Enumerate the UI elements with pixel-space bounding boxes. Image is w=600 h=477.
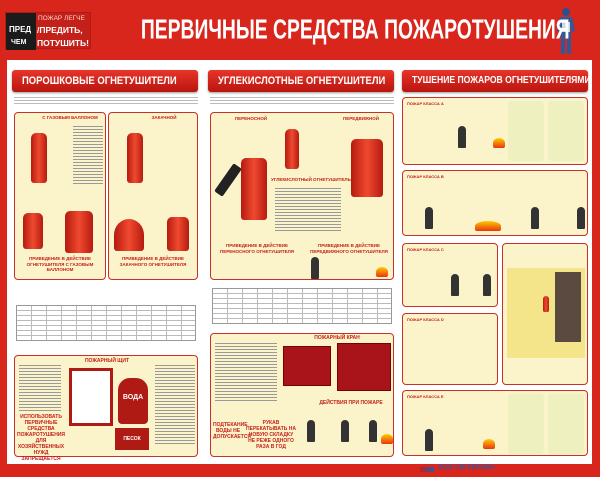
logo-black-block xyxy=(6,13,36,50)
fire-class-c-panel: ПОЖАР КЛАССА С xyxy=(402,243,498,307)
powder-spec-table xyxy=(16,305,196,341)
fire-shield-title: ПОЖАРНЫЙ ЩИТ xyxy=(84,358,130,364)
person-figure xyxy=(458,126,466,148)
extinguisher-image xyxy=(65,211,93,253)
fire-class-label: ПОЖАР КЛАССА Е xyxy=(407,394,444,399)
person-figure xyxy=(577,207,585,229)
water-barrel: ВОДА xyxy=(118,378,148,424)
action-caption: ПРИВЕДЕНИЕ В ДЕЙСТВИЕ ПЕРЕНОСНОГО ОГНЕТУ… xyxy=(220,243,294,254)
hydrant-cabinet-open xyxy=(337,343,391,391)
person-figure xyxy=(311,257,319,279)
logo-chem: ЧЕМ xyxy=(11,39,27,46)
person-figure xyxy=(307,420,315,442)
extinguisher-image xyxy=(23,213,43,249)
person-figure xyxy=(451,274,459,296)
shield-notes xyxy=(155,364,195,444)
section-usage-title: ТУШЕНИЕ ПОЖАРОВ ОГНЕТУШИТЕЛЯМИ xyxy=(412,75,591,86)
company-logo: ООО «ПБ-РЕГИОН» xyxy=(420,465,590,475)
door xyxy=(555,272,581,342)
section-powder-header: ПОРОШКОВЫЕ ОГНЕТУШИТЕЛИ xyxy=(12,70,198,92)
person-figure xyxy=(425,429,433,451)
fire-class-a-panel: ПОЖАР КЛАССА А xyxy=(402,97,588,165)
hydrant-cabinet-closed xyxy=(283,346,331,386)
fire-icon xyxy=(475,221,501,231)
co2-center-title: УГЛЕКИСЛОТНЫЙ ОГНЕТУШИТЕЛЬ xyxy=(271,177,351,182)
slogan-logo: ПРЕД ЧЕМ ПОЖАР ЛЕГЧЕ /ПРЕДИТЬ, ПОТУШИТЬ! xyxy=(5,12,91,50)
fire-shield-board xyxy=(69,368,113,426)
fire-shield-panel: ПОЖАРНЫЙ ЩИТ ИСПОЛЬЗОВАТЬ ПЕРВИЧНЫЕ СРЕД… xyxy=(14,355,198,462)
fire-icon xyxy=(376,267,388,277)
instruction-card xyxy=(548,394,584,454)
panel-title: С ГАЗОВЫМ БАЛЛОНОМ xyxy=(42,115,98,120)
instruction-card xyxy=(508,394,544,454)
fire-class-label: ПОЖАР КЛАССА D xyxy=(407,317,444,322)
no-leak-warning: ПОДТЕКАНИЕ ВОДЫ НЕ ДОПУСКАЕТСЯ xyxy=(213,422,252,440)
fire-class-label: ПОЖАР КЛАССА В xyxy=(407,174,444,179)
person-figure xyxy=(341,420,349,442)
action-caption: ПРИВЕДЕНИЕ В ДЕЙСТВИЕ ОГНЕТУШИТЕЛЯ С ГАЗ… xyxy=(26,256,94,272)
poster-title-wrap: ПЕРВИЧНЫЕ СРЕДСТВА ПОЖАРОТУШЕНИЯ xyxy=(100,13,570,46)
logo-line3: ПОТУШИТЬ! xyxy=(37,38,89,48)
section-powder-title: ПОРОШКОВЫЕ ОГНЕТУШИТЕЛИ xyxy=(22,75,177,87)
logo-pred: ПРЕД xyxy=(9,25,32,34)
fire-class-d-panel: ПОЖАР КЛАССА D xyxy=(402,313,498,385)
sand-box: ПЕСОК xyxy=(115,428,149,450)
co2-description xyxy=(275,187,341,233)
co2-spec-table xyxy=(212,288,392,324)
section-co2-title: УГЛЕКИСЛОТНЫЕ ОГНЕТУШИТЕЛИ xyxy=(218,75,386,87)
logo-line2: /ПРЕДИТЬ, xyxy=(37,25,83,35)
action-caption: ПРИВЕДЕНИЕ В ДЕЙСТВИЕ ЗАКАЧНОГО ОГНЕТУШИ… xyxy=(119,256,187,267)
fire-icon xyxy=(483,439,495,449)
co2-extinguisher-panel: ПЕРЕНОСНОЙ ПЕРЕДВИЖНОЙ УГЛЕКИСЛОТНЫЙ ОГН… xyxy=(210,112,394,280)
company-name: ООО «ПБ-РЕГИОН» xyxy=(438,465,496,471)
co2-portable-extinguisher xyxy=(241,158,267,220)
co2-intro-text xyxy=(210,96,394,104)
action-caption: ПРИВЕДЕНИЕ В ДЕЙСТВИЕ ПЕРЕДВИЖНОГО ОГНЕТ… xyxy=(310,243,388,254)
person-figure xyxy=(531,207,539,229)
hydrant-text xyxy=(215,342,277,402)
extinguisher-cutaway xyxy=(127,133,143,183)
extinguisher-placement-panel xyxy=(502,243,588,385)
fireman-icon xyxy=(557,8,575,54)
section-co2-header: УГЛЕКИСЛОТНЫЕ ОГНЕТУШИТЕЛИ xyxy=(208,70,394,92)
hose-refold-note: РУКАВ ПЕРЕКАТЫВАТЬ НА НОВУЮ СКЛАДКУ НЕ Р… xyxy=(246,420,296,450)
panel-title: ЗАКАЧНОЙ xyxy=(151,115,177,120)
extinguisher-image xyxy=(167,217,189,251)
fire-class-b-panel: ПОЖАР КЛАССА В xyxy=(402,170,588,236)
co2-horn xyxy=(214,163,242,197)
instruction-card xyxy=(508,101,544,161)
instruction-card xyxy=(548,101,584,161)
fire-actions-title: ДЕЙСТВИЯ ПРИ ПОЖАРЕ xyxy=(319,400,383,406)
co2-cutaway xyxy=(285,129,299,169)
wall-extinguisher xyxy=(543,296,549,312)
powder-gas-cartridge-panel: С ГАЗОВЫМ БАЛЛОНОМ ПРИВЕДЕНИЕ В ДЕЙСТВИЕ… xyxy=(14,112,106,280)
powder-intro-text xyxy=(14,96,198,104)
panel-title: ПЕРЕНОСНОЙ xyxy=(234,116,268,121)
fire-icon xyxy=(493,138,505,148)
fire-class-label: ПОЖАР КЛАССА С xyxy=(407,247,444,252)
person-figure xyxy=(425,207,433,229)
poster-title: ПЕРВИЧНЫЕ СРЕДСТВА ПОЖАРОТУШЕНИЯ xyxy=(140,13,570,45)
fire-class-label: ПОЖАР КЛАССА А xyxy=(407,101,444,106)
company-logo-icon xyxy=(420,467,434,472)
panel-title: ПЕРЕДВИЖНОЙ xyxy=(343,116,379,121)
extinguisher-image xyxy=(114,219,144,251)
person-figure xyxy=(483,274,491,296)
person-figure xyxy=(369,420,377,442)
shield-text xyxy=(19,364,61,412)
fire-icon xyxy=(381,434,393,444)
extinguisher-cutaway xyxy=(31,133,47,183)
description-text xyxy=(73,125,103,185)
fire-hydrant-panel: ПОЖАРНЫЙ КРАН ПОДТЕКАНИЕ ВОДЫ НЕ ДОПУСКА… xyxy=(210,333,394,457)
co2-mobile-extinguisher xyxy=(351,139,383,197)
section-usage-header: ТУШЕНИЕ ПОЖАРОВ ОГНЕТУШИТЕЛЯМИ xyxy=(402,70,591,92)
household-use-warning: ИСПОЛЬЗОВАТЬ ПЕРВИЧНЫЕ СРЕДСТВА ПОЖАРОТУ… xyxy=(17,414,66,462)
fire-hydrant-title: ПОЖАРНЫЙ КРАН xyxy=(314,335,360,341)
fire-class-e-panel: ПОЖАР КЛАССА Е xyxy=(402,390,588,456)
powder-stored-pressure-panel: ЗАКАЧНОЙ ПРИВЕДЕНИЕ В ДЕЙСТВИЕ ЗАКАЧНОГО… xyxy=(108,112,198,280)
logo-line1: ПОЖАР ЛЕГЧЕ xyxy=(38,15,85,22)
